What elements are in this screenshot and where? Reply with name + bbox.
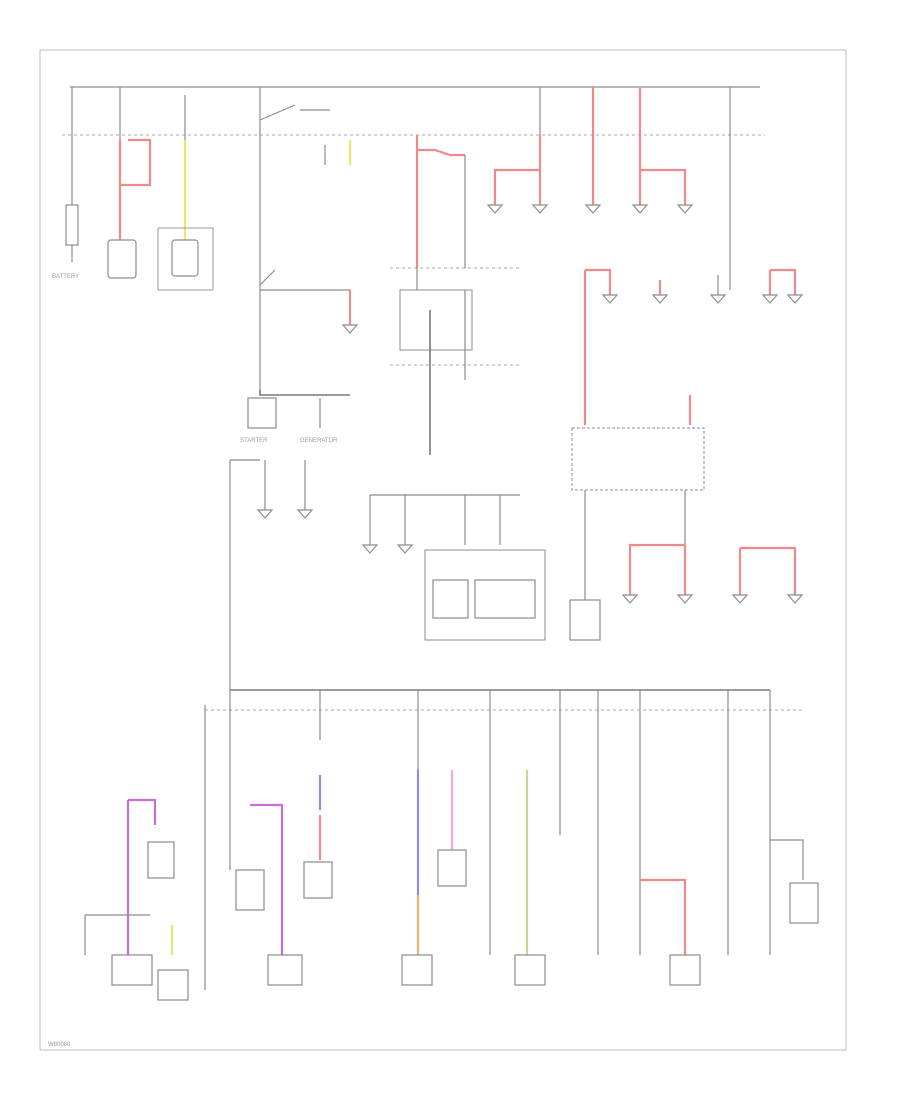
purple-wire-2 <box>250 803 284 955</box>
bottom-box-3 <box>267 954 303 986</box>
bottom-box-1 <box>111 954 153 986</box>
red-wire-16 <box>640 878 687 955</box>
component-box-1 <box>107 239 137 279</box>
purple-wire-1 <box>126 798 157 955</box>
bottom-box-6 <box>669 954 701 986</box>
red-wire-5 <box>417 148 465 157</box>
drop-9 <box>769 690 804 955</box>
figure-id-label: W80080 <box>48 1042 71 1048</box>
diagram-frame <box>39 49 847 1051</box>
red-wire-1 <box>118 138 152 187</box>
left-branch <box>84 914 150 955</box>
relay-module <box>571 427 705 491</box>
trunk-wire <box>229 459 260 690</box>
lower-box-1 <box>147 841 175 879</box>
bottom-box-5 <box>514 954 546 986</box>
center-module-b <box>474 579 536 619</box>
starter-box <box>247 397 277 429</box>
red-wire-6 <box>493 135 542 205</box>
relay-contact <box>259 269 276 286</box>
starter-label: STARTER <box>240 438 268 444</box>
center-module-a <box>432 579 469 619</box>
red-wire-13 <box>628 543 687 595</box>
component-box-3 <box>569 599 601 641</box>
generator-label: GENERATOR <box>300 438 338 444</box>
fuse-drop-caps <box>256 204 804 604</box>
ign-switch <box>259 104 330 121</box>
center-distribution <box>369 494 520 545</box>
starter-signal-wire <box>260 289 351 330</box>
battery-label: BATTERY <box>52 274 79 280</box>
red-wire-14 <box>738 546 797 595</box>
module-outline-1 <box>157 227 214 291</box>
red-wire-12 <box>583 395 692 425</box>
lower-box-3 <box>303 861 333 899</box>
battery-symbol <box>65 204 79 246</box>
lower-box-5 <box>789 882 819 924</box>
red-wire-9 <box>583 268 612 395</box>
red-wire-8 <box>638 87 687 205</box>
bottom-box-2 <box>157 969 189 1001</box>
lower-box-2 <box>235 869 265 911</box>
component-box-2 <box>171 239 199 277</box>
bottom-box-4 <box>401 954 433 986</box>
center-module-outline <box>424 549 546 641</box>
relay-box <box>399 289 473 351</box>
red-wire-11 <box>768 268 797 295</box>
lower-box-4 <box>437 849 467 887</box>
starter-link <box>259 390 350 396</box>
